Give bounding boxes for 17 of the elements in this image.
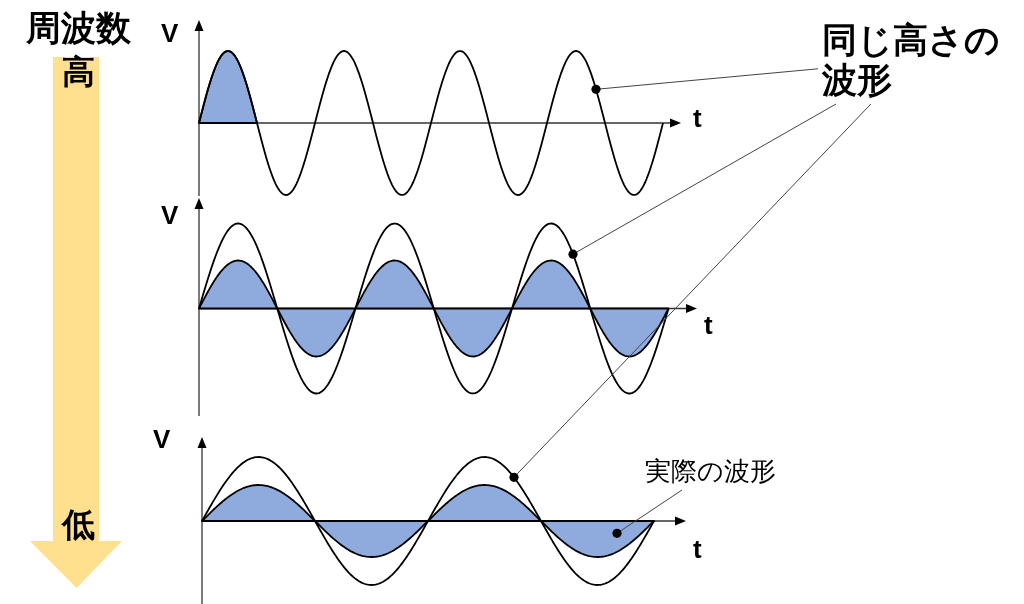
axis-label: V xyxy=(161,202,179,228)
axis-label: t xyxy=(704,312,713,338)
axis-label: V xyxy=(153,426,171,452)
scale-label: 高 xyxy=(61,55,95,88)
scale-label: 低 xyxy=(61,508,95,541)
axis-label: V xyxy=(161,20,179,46)
leader-line xyxy=(509,103,872,482)
scale-heading: 周波数 xyxy=(25,10,131,45)
sine-curve xyxy=(198,50,664,196)
callout-label: 同じ高さの波形 xyxy=(822,20,1004,100)
axis-label: t xyxy=(693,536,702,562)
axis-label: t xyxy=(693,105,702,131)
sine-curve xyxy=(198,222,670,395)
leader-line xyxy=(568,103,837,259)
callout-label: 実際の波形 xyxy=(645,456,776,486)
leader-line xyxy=(612,489,683,538)
leader-line xyxy=(591,68,819,94)
